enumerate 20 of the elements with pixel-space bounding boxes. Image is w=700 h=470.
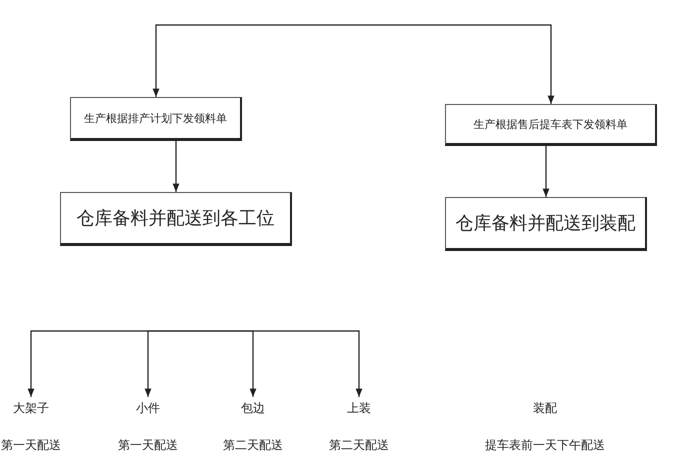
delivery-note: 第一天配送 <box>118 437 178 454</box>
item-label: 小件 <box>136 400 160 417</box>
delivery-note: 第二天配送 <box>223 437 283 454</box>
delivery-note: 第一天配送 <box>1 437 61 454</box>
delivery-note: 提车表前一天下午配送 <box>485 437 605 454</box>
arrow <box>144 330 195 397</box>
arrow <box>350 24 554 104</box>
process-box: 仓库备料并配送到各工位 <box>60 192 292 246</box>
item-label: 包边 <box>241 400 265 417</box>
arrow <box>195 330 362 397</box>
arrow <box>542 146 550 197</box>
item-label: 大架子 <box>13 400 49 417</box>
item-label: 装配 <box>533 400 557 417</box>
process-box: 生产根据售后提车表下发领料单 <box>445 104 657 146</box>
item-label: 上装 <box>347 400 371 417</box>
delivery-note: 第二天配送 <box>329 437 389 454</box>
process-box: 生产根据排产计划下发领料单 <box>70 97 242 141</box>
arrow <box>152 24 350 97</box>
arrow <box>172 141 180 192</box>
process-box: 仓库备料并配送到装配 <box>445 197 647 251</box>
